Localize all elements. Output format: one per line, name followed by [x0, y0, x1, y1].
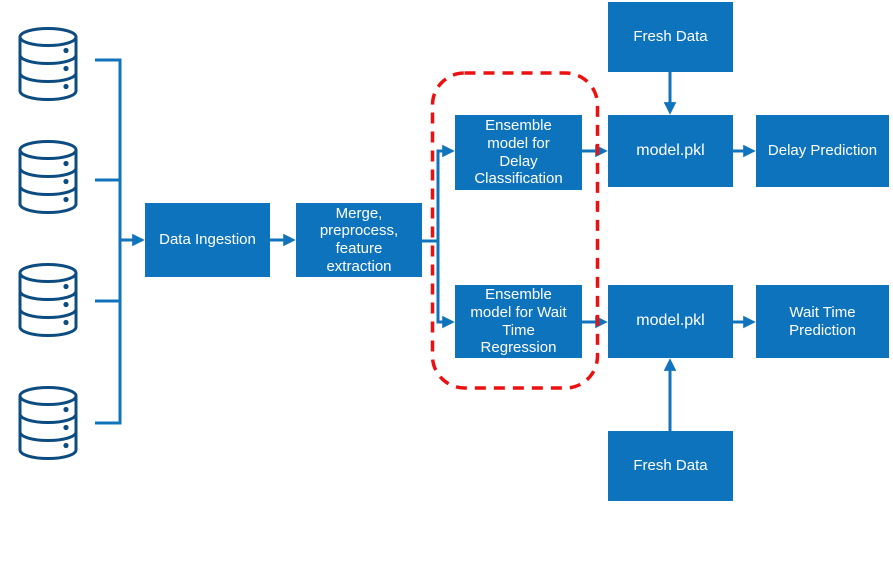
database-icon [18, 263, 78, 337]
database-bus-connector [95, 58, 145, 425]
node-model-pkl-wait: model.pkl [608, 285, 733, 358]
database-icon [18, 27, 78, 101]
node-ensemble-delay-classification: Ensemble model for Delay Classification [455, 115, 582, 190]
node-fresh-data-bottom: Fresh Data [608, 431, 733, 501]
node-model-pkl-delay: model.pkl [608, 115, 733, 187]
node-wait-time-prediction: Wait Time Prediction [756, 285, 889, 358]
database-icon [18, 140, 78, 214]
node-ensemble-wait-time-regression: Ensemble model for Wait Time Regression [455, 285, 582, 358]
database-icon [18, 386, 78, 460]
node-data-ingestion: Data Ingestion [145, 203, 270, 277]
branch-connector [421, 144, 455, 329]
node-delay-prediction: Delay Prediction [756, 115, 889, 187]
node-fresh-data-top: Fresh Data [608, 2, 733, 72]
node-merge-preprocess-feature-extraction: Merge, preprocess, feature extraction [296, 203, 422, 277]
ensemble-highlight-box [430, 71, 600, 390]
